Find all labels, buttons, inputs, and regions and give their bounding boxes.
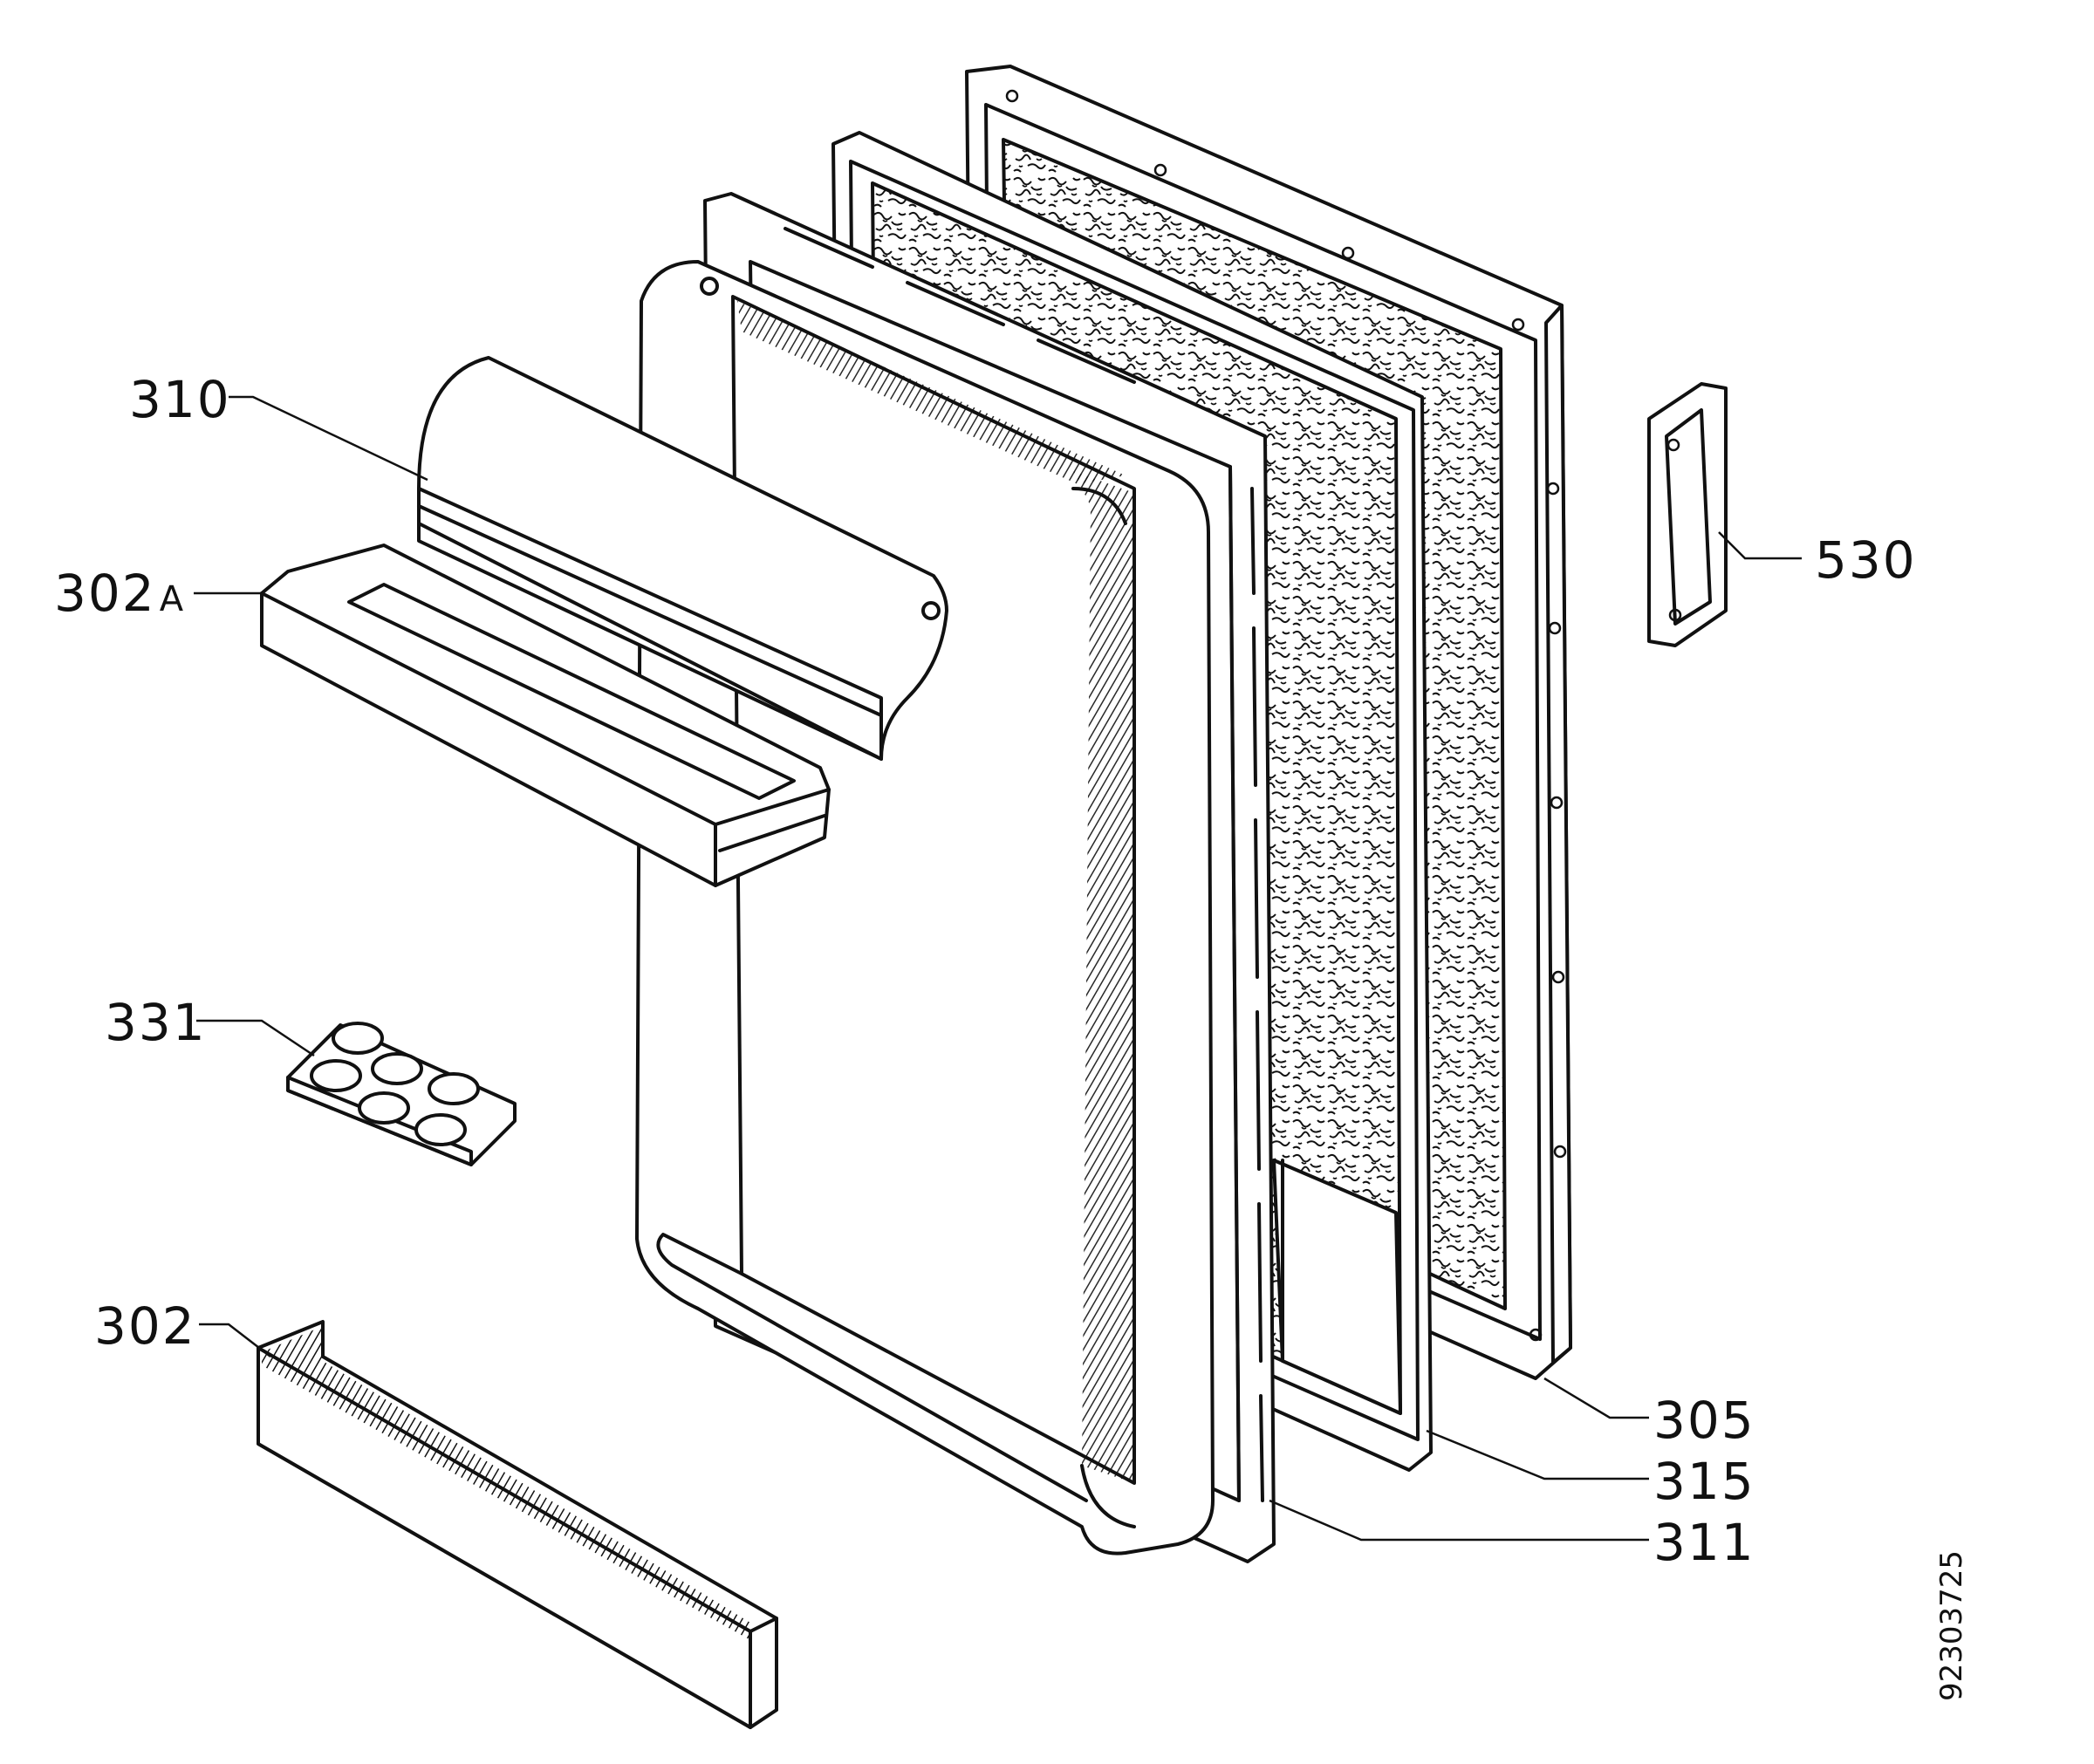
gasket-311-slots: [784, 227, 1264, 1502]
label-315: 315: [1653, 1452, 1755, 1511]
egg-tray-cups: [310, 1022, 480, 1146]
panel-305-screw-holes: [1005, 89, 1567, 1342]
label-311: 311: [1653, 1513, 1755, 1572]
document-number: 92303725: [1934, 1550, 1969, 1701]
leader-lines: [194, 395, 1802, 1542]
label-302a-suffix: A: [160, 579, 184, 619]
upper-door-shelf-302a: [260, 544, 831, 887]
label-530: 530: [1815, 530, 1917, 590]
label-310: 310: [129, 370, 231, 429]
label-331: 331: [105, 993, 207, 1052]
door-handle-530: [1647, 382, 1728, 647]
shelf-cover-310: [417, 356, 948, 761]
lower-door-shelf-302: [257, 1320, 778, 1729]
egg-tray-331: [286, 1022, 517, 1166]
inner-door-liner: [635, 260, 1215, 1555]
label-302: 302: [94, 1296, 196, 1356]
label-305: 305: [1653, 1391, 1755, 1450]
